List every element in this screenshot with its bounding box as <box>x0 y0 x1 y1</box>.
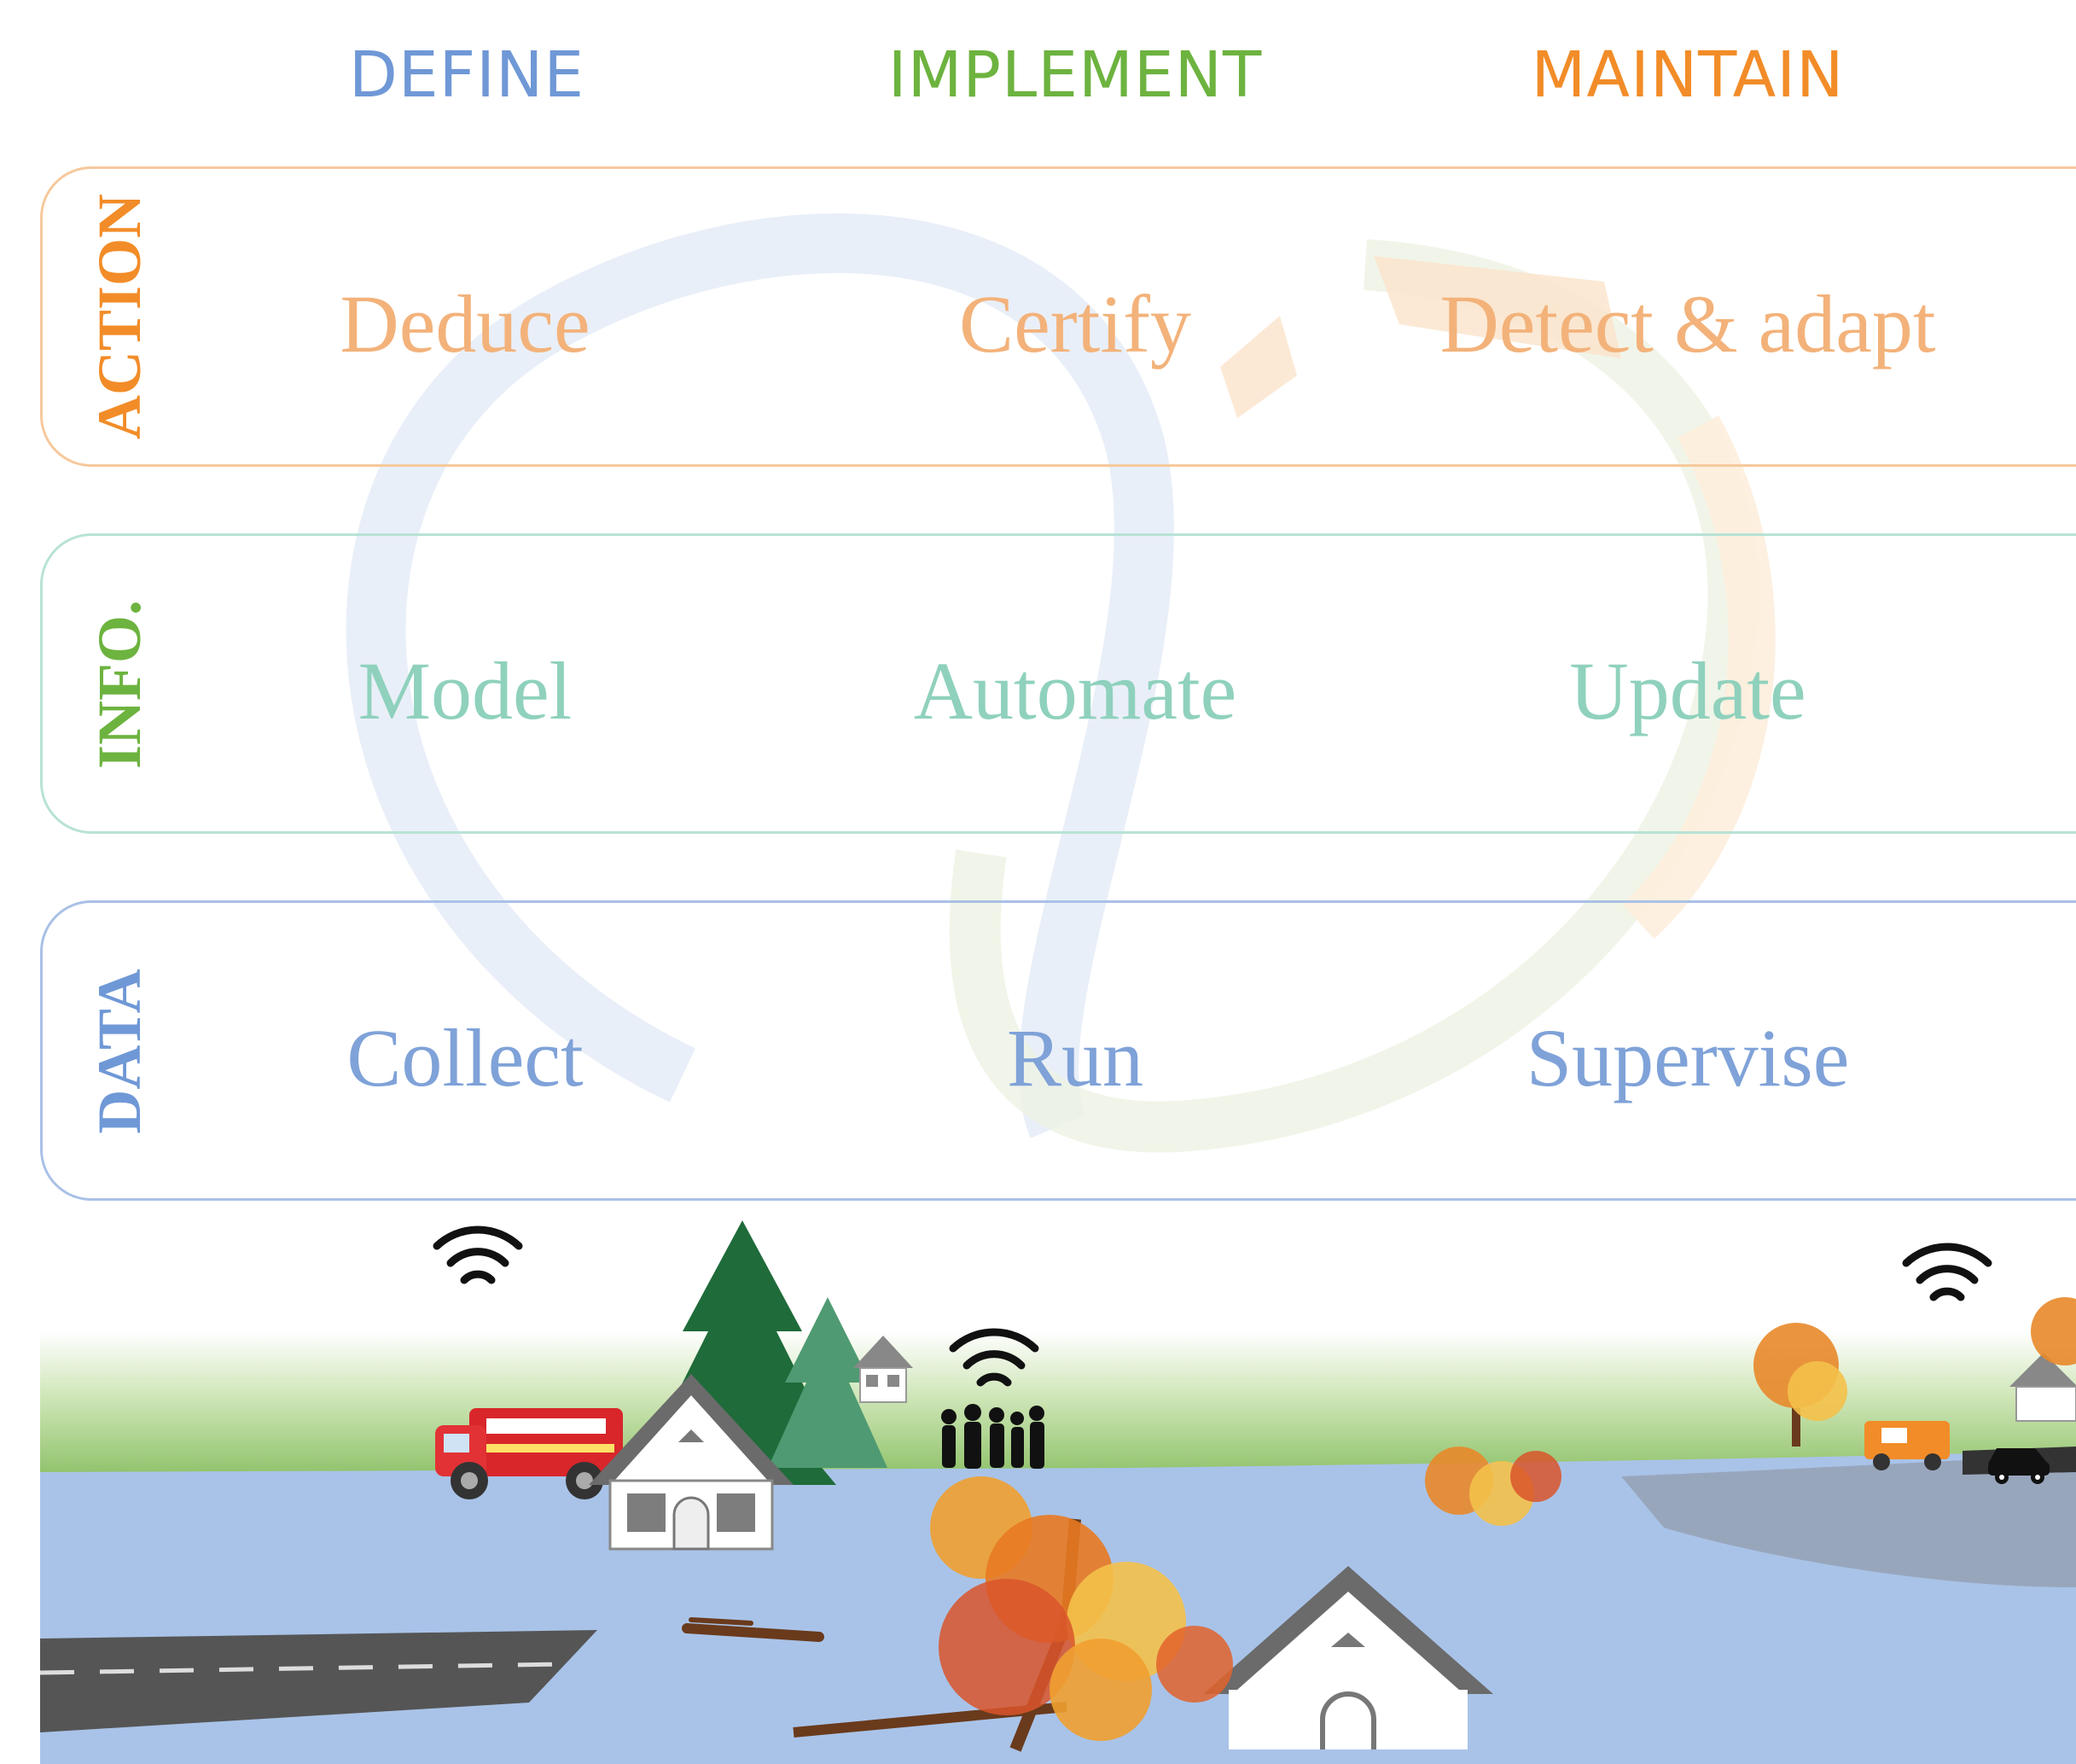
house-icon <box>853 1336 913 1403</box>
car-icon <box>1988 1448 2050 1484</box>
action-row-box <box>40 166 2076 467</box>
logo-swirl-green <box>949 239 1759 1153</box>
action-implement-cell: Certify <box>959 278 1191 370</box>
info-define-cell: Model <box>358 645 573 736</box>
road-left-marking <box>39 1662 564 1675</box>
autumn-tree-icon <box>1425 1447 1561 1526</box>
house-icon <box>1203 1566 1493 1749</box>
road-right <box>1621 1455 2076 1587</box>
logo-swirl-blue <box>346 212 1174 1138</box>
action-maintain-cell: Detect & adapt <box>1439 278 1936 370</box>
data-define-cell: Collect <box>346 1012 584 1103</box>
info-row-box <box>40 533 2076 834</box>
column-header-maintain: MAINTAIN <box>1531 38 1845 112</box>
wifi-icon <box>1902 1243 1992 1301</box>
house-icon <box>2009 1353 2076 1422</box>
autumn-tree-icon <box>2031 1297 2076 1365</box>
people-icon <box>941 1404 1044 1469</box>
fire-truck-icon <box>435 1408 623 1499</box>
grass-band <box>40 1331 2076 1476</box>
wifi-icon <box>949 1328 1039 1387</box>
road-left <box>40 1630 597 1732</box>
van-icon <box>1864 1421 1950 1470</box>
autumn-tree-icon <box>793 1476 1233 1752</box>
column-header-implement: IMPLEMENT <box>887 38 1263 112</box>
data-row-box <box>40 900 2076 1201</box>
house-icon <box>589 1374 794 1551</box>
info-implement-cell: Automate <box>913 645 1237 736</box>
logo-shape-orange <box>1374 256 1621 358</box>
pine-tree-icon <box>768 1297 887 1468</box>
log-icon <box>682 1617 824 1642</box>
info-maintain-cell: Update <box>1569 645 1806 736</box>
action-define-cell: Deduce <box>340 278 590 370</box>
logo-swirl-orange <box>1622 415 1776 940</box>
data-maintain-cell: Supervise <box>1526 1012 1850 1103</box>
wifi-icon <box>433 1225 523 1284</box>
autumn-tree-icon <box>1753 1323 1847 1447</box>
logo-shape-orange-small <box>1220 316 1297 418</box>
column-header-define: DEFINE <box>348 38 585 112</box>
data-implement-cell: Run <box>1006 1012 1144 1103</box>
